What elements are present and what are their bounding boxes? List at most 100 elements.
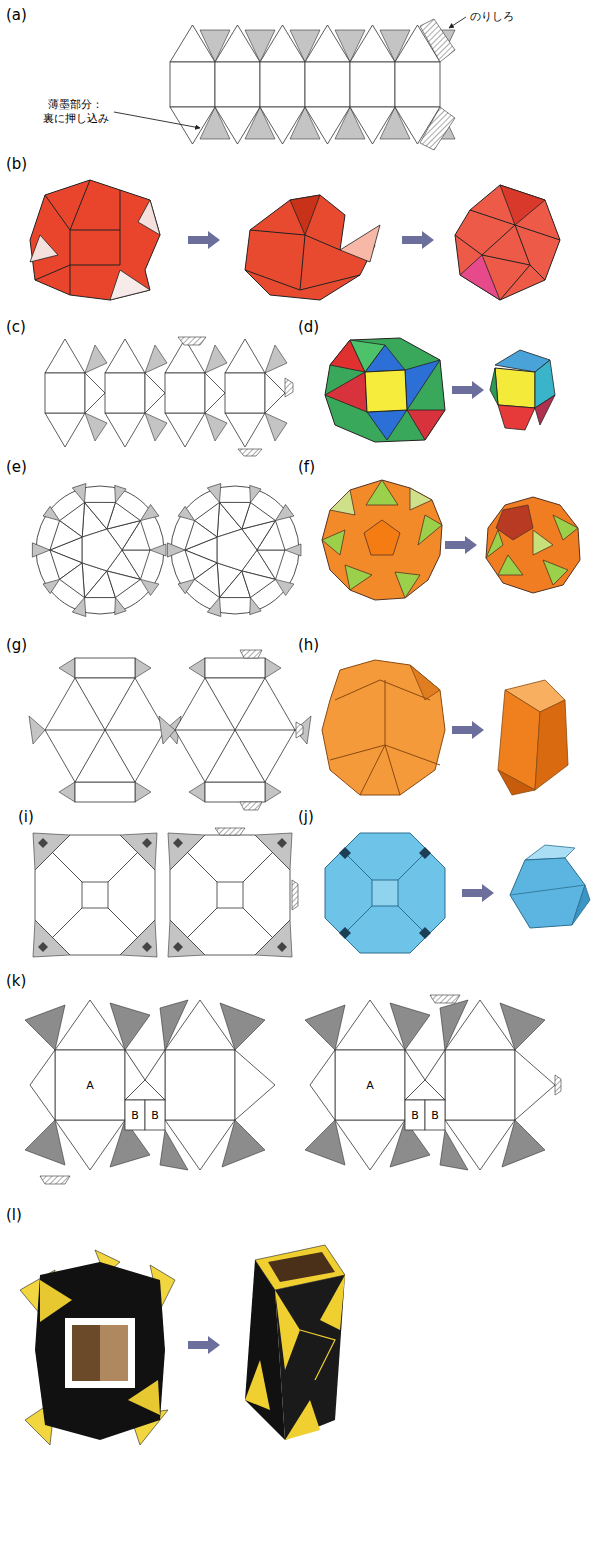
photo-f-part <box>486 497 580 593</box>
photo-h-part <box>330 745 440 765</box>
net-g-part <box>240 650 262 658</box>
photo-l-part <box>35 1262 165 1440</box>
photo-l-part <box>65 1318 135 1388</box>
net-c-part <box>178 337 206 345</box>
photo-b-part <box>70 190 120 230</box>
net-e-part <box>155 474 301 626</box>
photo-d-part <box>350 340 385 372</box>
net-c <box>45 337 293 456</box>
net-k-part <box>430 995 460 1003</box>
leader-line-part <box>114 112 200 128</box>
photo-f-part-part <box>533 530 553 555</box>
panel-label: (j) <box>298 808 314 826</box>
net-i-part <box>292 880 298 910</box>
photo-d-part <box>452 381 484 399</box>
net-g <box>29 650 311 810</box>
photo-l-part <box>100 1325 128 1381</box>
net-c-part <box>238 449 262 456</box>
net-g-part <box>296 722 303 738</box>
photo-h-part <box>535 700 568 790</box>
panel-label: (f) <box>298 458 315 476</box>
photo-j-part-part <box>339 847 351 859</box>
photo-l <box>20 1245 345 1445</box>
photo-j-part <box>525 845 575 860</box>
face-label: B <box>131 1109 139 1122</box>
photo-f-part <box>330 490 355 515</box>
net-i-part <box>215 828 245 835</box>
photo-l-part <box>268 1252 335 1282</box>
leader-line-part <box>449 17 466 28</box>
photo-b-part <box>250 230 340 250</box>
panel-label: (a) <box>6 6 27 24</box>
photo-d <box>325 338 555 442</box>
photo-l-part <box>188 1336 220 1354</box>
panel-label: (g) <box>6 636 27 654</box>
photo-b-part <box>455 185 560 300</box>
photo-b-part <box>455 225 545 280</box>
photo-j-part-part <box>419 847 431 859</box>
face-label: A <box>86 1079 94 1092</box>
photo-b-part <box>138 200 160 235</box>
photo-b-part <box>30 235 58 262</box>
photo-j-part <box>462 884 494 902</box>
net-c-part <box>285 378 293 397</box>
photo-b-part <box>290 195 320 235</box>
net-a <box>170 19 455 150</box>
photo-h-part <box>410 665 440 700</box>
photo-b-part <box>70 230 120 265</box>
photo-h-part <box>385 680 386 745</box>
photo-f-part-part <box>496 505 533 540</box>
net-c-part <box>225 339 287 447</box>
photo-d-part <box>365 370 407 412</box>
photo-d-part <box>498 405 535 430</box>
photo-b-part <box>110 270 150 300</box>
panel-label: (i) <box>18 808 34 826</box>
photo-b-part <box>300 275 360 290</box>
net-g-part <box>240 802 262 810</box>
net-c-part <box>165 339 227 447</box>
net-i <box>33 828 298 957</box>
panel-label: (e) <box>6 458 27 476</box>
photo-l-part <box>40 1280 72 1322</box>
photo-l-part <box>320 1275 345 1330</box>
net-i-part <box>168 833 292 957</box>
face-label: A <box>366 1079 374 1092</box>
photo-b-part <box>188 231 220 249</box>
photo-f <box>322 480 580 600</box>
photo-j-part <box>510 885 585 895</box>
note-label: のりしろ <box>470 9 514 24</box>
callout-label: 薄墨部分： 裏に押し込み <box>42 98 109 127</box>
photo-d-part <box>405 360 440 410</box>
photo-f-part <box>322 480 442 600</box>
net-k <box>25 995 561 1184</box>
photo-h-part <box>322 660 445 795</box>
photo-f-part <box>322 530 345 555</box>
net-c-part <box>105 339 167 447</box>
photo-j <box>325 833 590 953</box>
panel-label: (h) <box>298 636 319 654</box>
photo-b-part <box>482 255 530 300</box>
photo-f-part <box>410 488 432 510</box>
photo-b-part <box>45 180 90 230</box>
photo-f-part <box>345 565 372 590</box>
face-label: B <box>151 1109 159 1122</box>
panel-label: (b) <box>6 155 27 173</box>
photo-f-part-part <box>486 530 503 558</box>
photo-f-part <box>418 515 442 545</box>
photo-l-part <box>300 1330 335 1380</box>
face-label: B <box>431 1109 439 1122</box>
photo-f-part-part <box>498 555 523 575</box>
net-g-part <box>29 658 181 802</box>
photo-b-part <box>500 185 545 225</box>
photo-d-part <box>407 410 445 440</box>
panel-label: (l) <box>6 1206 22 1224</box>
net-k-part <box>40 1176 70 1184</box>
net-a-part <box>420 107 455 150</box>
photo-f-part-part <box>553 515 578 540</box>
net-g-part <box>159 658 311 802</box>
photo-b-part <box>340 225 380 262</box>
photo-b-part <box>402 231 434 249</box>
photo-d-part <box>535 395 555 425</box>
